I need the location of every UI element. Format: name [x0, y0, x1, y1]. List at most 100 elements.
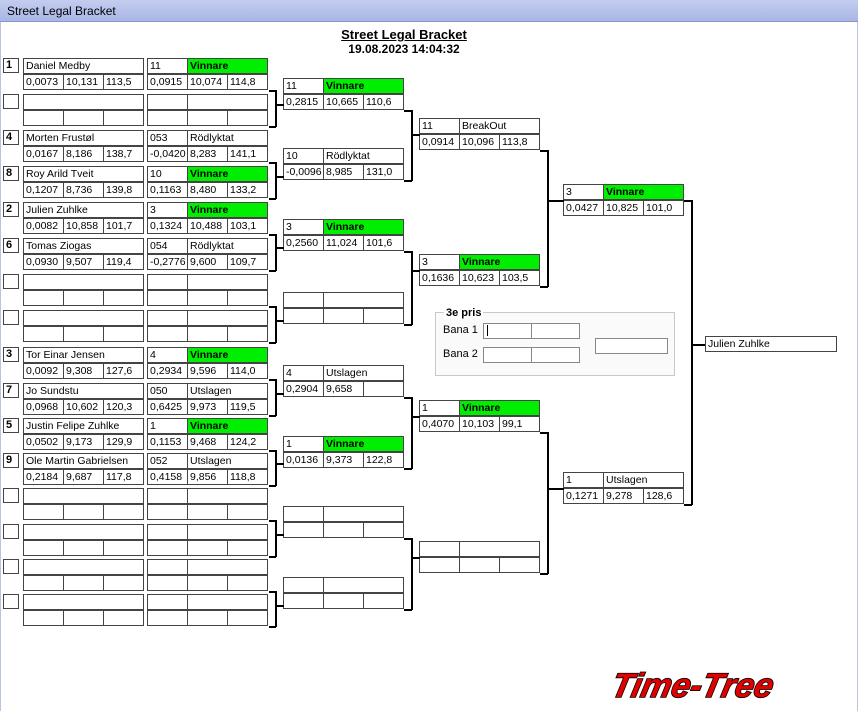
bracket-cell[interactable]: 10,103	[459, 416, 500, 432]
bracket-cell[interactable]	[23, 559, 144, 575]
bracket-cell[interactable]: 129,9	[103, 434, 144, 450]
seed-cell[interactable]: 6	[3, 238, 19, 253]
winner-status-cell[interactable]: Vinnare	[187, 166, 268, 182]
bracket-cell[interactable]: Tomas Ziogas	[23, 238, 144, 254]
bracket-cell[interactable]: 9,507	[63, 254, 104, 270]
lane2-driver-input[interactable]	[483, 347, 532, 363]
bracket-cell[interactable]: 10,825	[603, 200, 644, 216]
bracket-cell[interactable]: 11	[419, 118, 460, 134]
bracket-cell[interactable]: 0,2560	[283, 235, 324, 251]
bracket-cell[interactable]	[103, 110, 144, 126]
bracket-cell[interactable]: Utslagen	[187, 453, 268, 469]
bracket-cell[interactable]: 1	[419, 400, 460, 416]
bracket-cell[interactable]: 0,0167	[23, 146, 64, 162]
bracket-cell[interactable]	[23, 524, 144, 540]
bracket-cell[interactable]	[23, 575, 64, 591]
bracket-cell[interactable]	[363, 381, 404, 397]
bracket-cell[interactable]: 9,687	[63, 469, 104, 485]
bracket-cell[interactable]: 8,480	[187, 182, 228, 198]
bracket-cell[interactable]: 113,5	[103, 74, 144, 90]
bracket-cell[interactable]	[147, 524, 188, 540]
bracket-cell[interactable]	[459, 541, 540, 557]
bracket-cell[interactable]: Tor Einar Jensen	[23, 347, 144, 363]
bracket-cell[interactable]: Rödlyktat	[187, 130, 268, 146]
bracket-cell[interactable]: 3	[147, 202, 188, 218]
bracket-cell[interactable]: 1	[563, 472, 604, 488]
bracket-cell[interactable]	[147, 110, 188, 126]
bracket-cell[interactable]: 133,2	[227, 182, 268, 198]
bracket-cell[interactable]: 9,373	[323, 452, 364, 468]
bracket-cell[interactable]: 8,985	[323, 164, 364, 180]
seed-cell[interactable]: 9	[3, 453, 19, 468]
bracket-cell[interactable]: 139,8	[103, 182, 144, 198]
bracket-cell[interactable]: 0,2184	[23, 469, 64, 485]
bracket-cell[interactable]: 114,0	[227, 363, 268, 379]
seed-cell[interactable]	[3, 94, 19, 109]
bracket-cell[interactable]	[363, 593, 404, 609]
bracket-cell[interactable]: Julien Zuhlke	[23, 202, 144, 218]
bracket-cell[interactable]	[187, 540, 228, 556]
bracket-cell[interactable]: 141,1	[227, 146, 268, 162]
bracket-cell[interactable]	[187, 594, 268, 610]
bracket-cell[interactable]: 9,173	[63, 434, 104, 450]
bracket-cell[interactable]	[23, 610, 64, 626]
bracket-cell[interactable]	[147, 488, 188, 504]
bracket-cell[interactable]: 0,0968	[23, 399, 64, 415]
bracket-cell[interactable]: 9,468	[187, 434, 228, 450]
bracket-cell[interactable]: 8,283	[187, 146, 228, 162]
bracket-cell[interactable]: 9,658	[323, 381, 364, 397]
bracket-cell[interactable]: 3	[419, 254, 460, 270]
bracket-cell[interactable]	[147, 559, 188, 575]
bracket-cell[interactable]	[187, 290, 228, 306]
seed-cell[interactable]	[3, 310, 19, 325]
bracket-cell[interactable]: 053	[147, 130, 188, 146]
bracket-cell[interactable]: 10,858	[63, 218, 104, 234]
bracket-cell[interactable]	[23, 274, 144, 290]
bracket-cell[interactable]	[147, 504, 188, 520]
bracket-cell[interactable]: Ole Martin Gabrielsen	[23, 453, 144, 469]
bracket-cell[interactable]	[23, 310, 144, 326]
bracket-cell[interactable]	[363, 522, 404, 538]
bracket-cell[interactable]: 109,7	[227, 254, 268, 270]
bracket-cell[interactable]	[23, 488, 144, 504]
bracket-cell[interactable]	[103, 290, 144, 306]
bracket-cell[interactable]: 0,1636	[419, 270, 460, 286]
bracket-cell[interactable]: Utslagen	[603, 472, 684, 488]
bracket-cell[interactable]: 10,488	[187, 218, 228, 234]
seed-cell[interactable]: 3	[3, 347, 19, 362]
bracket-cell[interactable]	[227, 575, 268, 591]
winner-status-cell[interactable]: Vinnare	[187, 58, 268, 74]
bracket-cell[interactable]: 0,0930	[23, 254, 64, 270]
lane1-time-input[interactable]	[531, 323, 580, 339]
bracket-cell[interactable]: 0,2904	[283, 381, 324, 397]
bracket-cell[interactable]	[63, 110, 104, 126]
bracket-cell[interactable]: -0,0096	[283, 164, 324, 180]
bracket-cell[interactable]: 120,3	[103, 399, 144, 415]
bracket-cell[interactable]: 0,0915	[147, 74, 188, 90]
bracket-cell[interactable]: 9,278	[603, 488, 644, 504]
bracket-cell[interactable]	[147, 310, 188, 326]
bracket-cell[interactable]	[419, 557, 460, 573]
bracket-cell[interactable]: 11	[147, 58, 188, 74]
bracket-cell[interactable]: 9,973	[187, 399, 228, 415]
bracket-cell[interactable]: 122,8	[363, 452, 404, 468]
bracket-cell[interactable]	[147, 575, 188, 591]
bracket-cell[interactable]	[23, 504, 64, 520]
bracket-cell[interactable]	[283, 593, 324, 609]
bracket-cell[interactable]	[23, 110, 64, 126]
bracket-cell[interactable]	[187, 524, 268, 540]
bracket-cell[interactable]: 131,0	[363, 164, 404, 180]
bracket-cell[interactable]: -0,0420	[147, 146, 188, 162]
bracket-cell[interactable]: Jo Sundstu	[23, 383, 144, 399]
bracket-cell[interactable]: 0,4158	[147, 469, 188, 485]
bracket-cell[interactable]: 0,2815	[283, 94, 324, 110]
bracket-cell[interactable]	[227, 290, 268, 306]
bracket-cell[interactable]	[63, 326, 104, 342]
bracket-cell[interactable]	[147, 540, 188, 556]
bracket-cell[interactable]: 9,596	[187, 363, 228, 379]
bracket-cell[interactable]	[187, 274, 268, 290]
bracket-cell[interactable]: 124,2	[227, 434, 268, 450]
bracket-cell[interactable]: 127,6	[103, 363, 144, 379]
bracket-cell[interactable]	[147, 594, 188, 610]
bracket-cell[interactable]: 0,0914	[419, 134, 460, 150]
